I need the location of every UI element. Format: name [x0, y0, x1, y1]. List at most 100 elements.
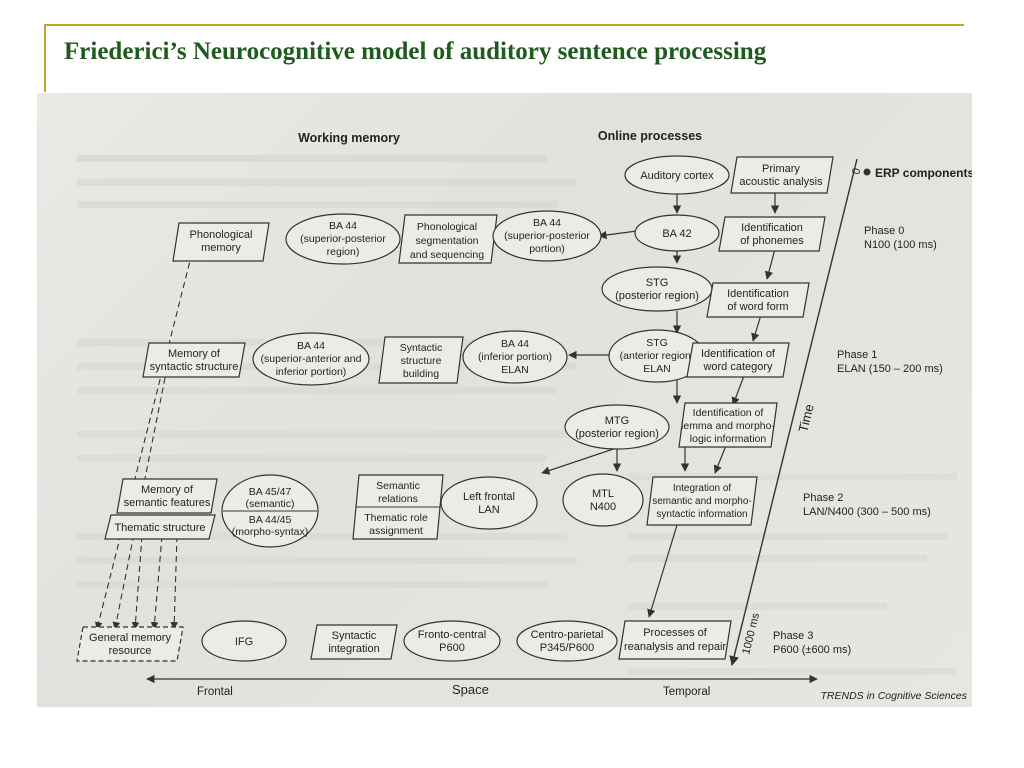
svg-text:Phase 0: Phase 0: [864, 225, 904, 237]
svg-text:Memory of: Memory of: [168, 348, 221, 360]
svg-text:P600: P600: [439, 642, 465, 654]
svg-text:Syntactic: Syntactic: [400, 342, 443, 354]
svg-text:and sequencing: and sequencing: [410, 249, 484, 261]
node-ba44-superior-posterior-region: BA 44 (superior-posterior region): [285, 213, 401, 265]
svg-text:Phonological: Phonological: [417, 221, 477, 233]
svg-text:LAN: LAN: [478, 504, 499, 516]
svg-text:P345/P600: P345/P600: [540, 642, 594, 654]
space-axis-left: Frontal: [197, 686, 233, 698]
svg-text:(superior-anterior and: (superior-anterior and: [261, 353, 362, 365]
node-mtg-posterior: MTG (posterior region): [564, 404, 670, 450]
svg-text:Phase 1: Phase 1: [837, 349, 877, 361]
svg-text:N100 (100 ms): N100 (100 ms): [864, 239, 937, 251]
svg-text:IFG: IFG: [235, 636, 253, 648]
svg-text:semantic and morpho-: semantic and morpho-: [652, 496, 752, 507]
dashed-memory-links: [94, 252, 193, 630]
svg-text:relations: relations: [378, 493, 418, 505]
node-identification-of-phonemes: Identification of phonemes: [718, 216, 826, 252]
svg-text:word category: word category: [702, 361, 773, 373]
header-working-memory: Working memory: [298, 131, 400, 145]
svg-text:memory: memory: [201, 242, 241, 254]
svg-text:BA 44: BA 44: [501, 338, 529, 350]
time-axis-start: 0: [850, 167, 863, 176]
svg-text:Identification: Identification: [727, 288, 789, 300]
svg-text:integration: integration: [328, 643, 379, 655]
svg-text:Semantic: Semantic: [376, 480, 420, 492]
node-integration-semantic-morphosyntactic: Integration of semantic and morpho- synt…: [646, 476, 758, 526]
svg-text:LAN/N400 (300 – 500 ms): LAN/N400 (300 – 500 ms): [803, 506, 931, 518]
model-diagram: Working memory Online processes ERP comp…: [76, 129, 972, 702]
node-phonological-memory: Phonological memory: [172, 222, 270, 262]
header-online-processes: Online processes: [598, 129, 702, 143]
svg-text:Phase 2: Phase 2: [803, 492, 843, 504]
svg-text:(superior-posterior: (superior-posterior: [504, 230, 590, 242]
title-rule-left: [44, 24, 46, 92]
svg-text:MTL: MTL: [592, 488, 614, 500]
svg-text:STG: STG: [646, 337, 668, 349]
node-stg-anterior: STG (anterior region) ELAN: [608, 329, 706, 383]
svg-text:Phonological: Phonological: [190, 229, 253, 241]
phase-0: Phase 0 N100 (100 ms): [864, 225, 937, 251]
svg-text:General memory: General memory: [89, 632, 171, 644]
phase-2: Phase 2 LAN/N400 (300 – 500 ms): [803, 492, 931, 518]
svg-text:syntactic information: syntactic information: [656, 509, 747, 520]
svg-text:Memory of: Memory of: [141, 484, 194, 496]
time-axis-label: Time: [795, 403, 816, 434]
svg-text:STG: STG: [646, 277, 669, 289]
svg-text:BA 44: BA 44: [329, 220, 357, 232]
node-ba44-superior-posterior-portion: BA 44 (superior-posterior portion): [492, 210, 602, 262]
node-ba44-inferior-portion: BA 44 (inferior portion) ELAN: [462, 330, 568, 384]
figure-credit: TRENDS in Cognitive Sciences: [821, 690, 968, 702]
svg-text:acoustic analysis: acoustic analysis: [739, 176, 823, 188]
svg-text:(posterior region): (posterior region): [575, 428, 659, 440]
node-reanalysis-and-repair: Processes of reanalysis and repair: [618, 620, 732, 660]
node-general-memory-resource: General memory resource: [76, 626, 184, 662]
node-ba44-superior-anterior: BA 44 (superior-anterior and inferior po…: [252, 332, 370, 386]
node-thematic-structure: Thematic structure: [104, 514, 216, 540]
svg-text:syntactic structure: syntactic structure: [150, 361, 239, 373]
svg-text:resource: resource: [109, 645, 152, 657]
svg-text:BA 44/45: BA 44/45: [249, 514, 292, 526]
node-syntactic-integration: Syntactic integration: [310, 624, 398, 660]
svg-text:(inferior portion): (inferior portion): [478, 351, 552, 363]
svg-text:Identification of: Identification of: [693, 407, 764, 419]
node-auditory-cortex: Auditory cortex: [624, 155, 730, 195]
node-memory-of-semantic-features: Memory of semantic features: [116, 478, 218, 514]
phase-3: Phase 3 P600 (±600 ms): [773, 630, 851, 656]
svg-text:Syntactic: Syntactic: [332, 630, 377, 642]
svg-text:building: building: [403, 368, 439, 380]
svg-text:(superior-posterior: (superior-posterior: [300, 233, 386, 245]
phase-1: Phase 1 ELAN (150 – 200 ms): [837, 349, 943, 375]
svg-text:N400: N400: [590, 501, 616, 513]
svg-text:Identification: Identification: [741, 222, 803, 234]
space-axis: Frontal Space Temporal: [146, 674, 818, 698]
svg-text:BA 45/47: BA 45/47: [249, 486, 292, 498]
svg-text:ELAN: ELAN: [501, 364, 528, 376]
node-phonological-segmentation: Phonological segmentation and sequencing: [398, 214, 498, 264]
node-syntactic-structure-building: Syntactic structure building: [378, 336, 464, 384]
svg-text:segmentation: segmentation: [415, 235, 478, 247]
svg-text:(morpho-syntax): (morpho-syntax): [232, 526, 308, 538]
node-ifg: IFG: [201, 620, 287, 662]
svg-text:Thematic structure: Thematic structure: [114, 522, 205, 534]
node-identification-of-lemma: Identification of lemma and morpho- logi…: [678, 402, 778, 448]
svg-text:semantic features: semantic features: [124, 497, 211, 509]
title-rule-top: [44, 24, 964, 26]
svg-text:(semantic): (semantic): [245, 498, 294, 510]
node-primary-acoustic-analysis: Primary acoustic analysis: [730, 156, 834, 194]
header-erp-components: ERP components: [875, 166, 972, 180]
svg-text:portion): portion): [529, 243, 565, 255]
svg-text:logic information: logic information: [690, 433, 767, 445]
svg-text:Processes of: Processes of: [643, 627, 708, 639]
node-identification-of-word-form: Identification of word form: [706, 282, 810, 318]
svg-text:Auditory cortex: Auditory cortex: [640, 170, 714, 182]
node-fronto-central-p600: Fronto-central P600: [403, 620, 501, 662]
svg-text:MTG: MTG: [605, 415, 629, 427]
svg-text:Phase 3: Phase 3: [773, 630, 813, 642]
svg-text:(posterior region): (posterior region): [615, 290, 699, 302]
svg-text:assignment: assignment: [369, 525, 423, 537]
svg-text:BA 42: BA 42: [662, 228, 691, 240]
space-axis-label: Space: [452, 682, 489, 697]
node-ba45-47-ba44-45: BA 45/47 (semantic) BA 44/45 (morpho-syn…: [221, 474, 319, 548]
svg-text:BA 44: BA 44: [533, 217, 561, 229]
